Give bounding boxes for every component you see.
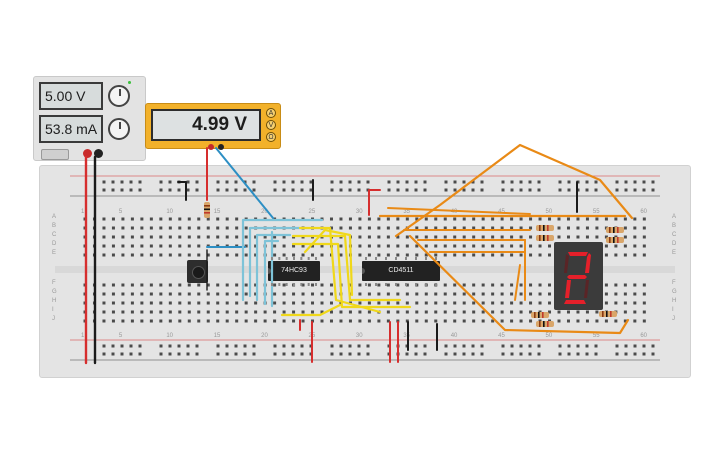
column-number: 60 [640,333,647,339]
column-number: 20 [261,209,268,215]
jumper-orange[interactable] [387,207,531,215]
column-number: 50 [545,209,553,215]
resistor-segment[interactable] [531,312,549,318]
column-number: 1 [81,209,85,215]
voltage-knob[interactable] [108,85,130,107]
column-number: 10 [166,333,173,339]
jumper-blue[interactable] [241,218,324,302]
jumper-blue[interactable] [255,233,292,302]
row-letter: D [52,241,57,247]
row-letter: I [52,307,54,313]
multimeter[interactable]: 4.99 V A V Ω [145,103,281,150]
row-letter: C [52,232,57,238]
column-number: 1 [81,333,85,339]
jumper-orange[interactable] [514,264,521,301]
probe-positive[interactable] [208,144,214,150]
resistor-segment[interactable] [599,311,617,317]
column-number: 55 [592,333,600,339]
current-display: 53.8 mA [39,115,103,143]
negative-terminal[interactable] [94,149,103,158]
jumper-yellow[interactable] [280,303,342,317]
row-letter: B [672,223,677,229]
chip-74hc93[interactable]: 74HC93 [268,261,320,281]
power-supply[interactable]: 5.00 V 53.8 mA [33,76,146,161]
row-letter: B [52,223,57,229]
column-number: 15 [213,209,221,215]
row-letter: I [672,307,674,313]
row-letter: J [52,316,55,322]
current-knob[interactable] [108,118,130,140]
resistor-segment[interactable] [536,321,554,327]
wire[interactable] [177,181,187,201]
resistor-segment[interactable] [606,237,624,243]
resistor-segment[interactable] [606,227,624,233]
column-number: 40 [450,209,458,215]
jumper-orange[interactable] [394,143,634,238]
row-letter: G [52,289,57,295]
column-number: 25 [308,209,316,215]
column-number: 30 [355,209,363,215]
power-led-icon [128,81,131,84]
resistor-segment[interactable] [536,225,554,231]
mode-ohms[interactable]: Ω [266,132,276,142]
column-number: 30 [355,333,363,339]
resistor-pullup[interactable] [204,202,210,218]
resistor-segment[interactable] [536,235,554,241]
row-letter: E [672,250,677,256]
row-letter: H [672,298,677,304]
column-number: 40 [450,333,458,339]
multimeter-display: 4.99 V [151,109,261,141]
probe-negative[interactable] [218,144,224,150]
jumper-blue[interactable] [263,239,280,306]
column-number: 45 [498,333,505,339]
column-number: 55 [592,209,600,215]
row-letter: F [672,280,676,286]
column-number: 60 [640,209,647,215]
voltage-display: 5.00 V [39,82,103,110]
power-switch[interactable] [41,149,69,160]
row-letter: F [52,280,56,286]
mode-volts[interactable]: V [266,120,276,130]
column-number: 15 [213,333,221,339]
positive-terminal[interactable] [83,149,92,158]
jumper-yellow[interactable] [291,242,412,309]
seven-segment-display[interactable] [554,242,603,310]
column-number: 35 [403,209,410,215]
column-number: 5 [118,333,123,339]
push-button[interactable] [187,260,208,283]
row-letter: G [672,289,677,295]
column-number: 5 [118,209,123,215]
jumper-orange[interactable] [408,234,630,335]
chip-cd4511[interactable]: CD4511 [362,261,440,281]
mode-amps[interactable]: A [266,108,276,118]
row-letter: D [672,241,677,247]
column-number: 10 [166,209,173,215]
row-letter: A [52,214,57,220]
column-number: 50 [545,333,553,339]
jumper-yellow[interactable] [298,226,382,314]
row-letter: H [52,298,57,304]
digit-two-icon [564,252,591,304]
jumper-yellow[interactable] [291,234,402,302]
meter-probe-blue[interactable] [215,147,274,219]
row-letter: E [52,250,57,256]
column-number: 20 [261,333,268,339]
row-letter: J [672,316,675,322]
column-number: 35 [403,333,410,339]
wire[interactable] [368,189,381,216]
row-letter: C [672,232,677,238]
row-letter: A [672,214,677,220]
jumper-yellow[interactable] [303,228,354,297]
jumper-blue[interactable] [248,226,302,298]
